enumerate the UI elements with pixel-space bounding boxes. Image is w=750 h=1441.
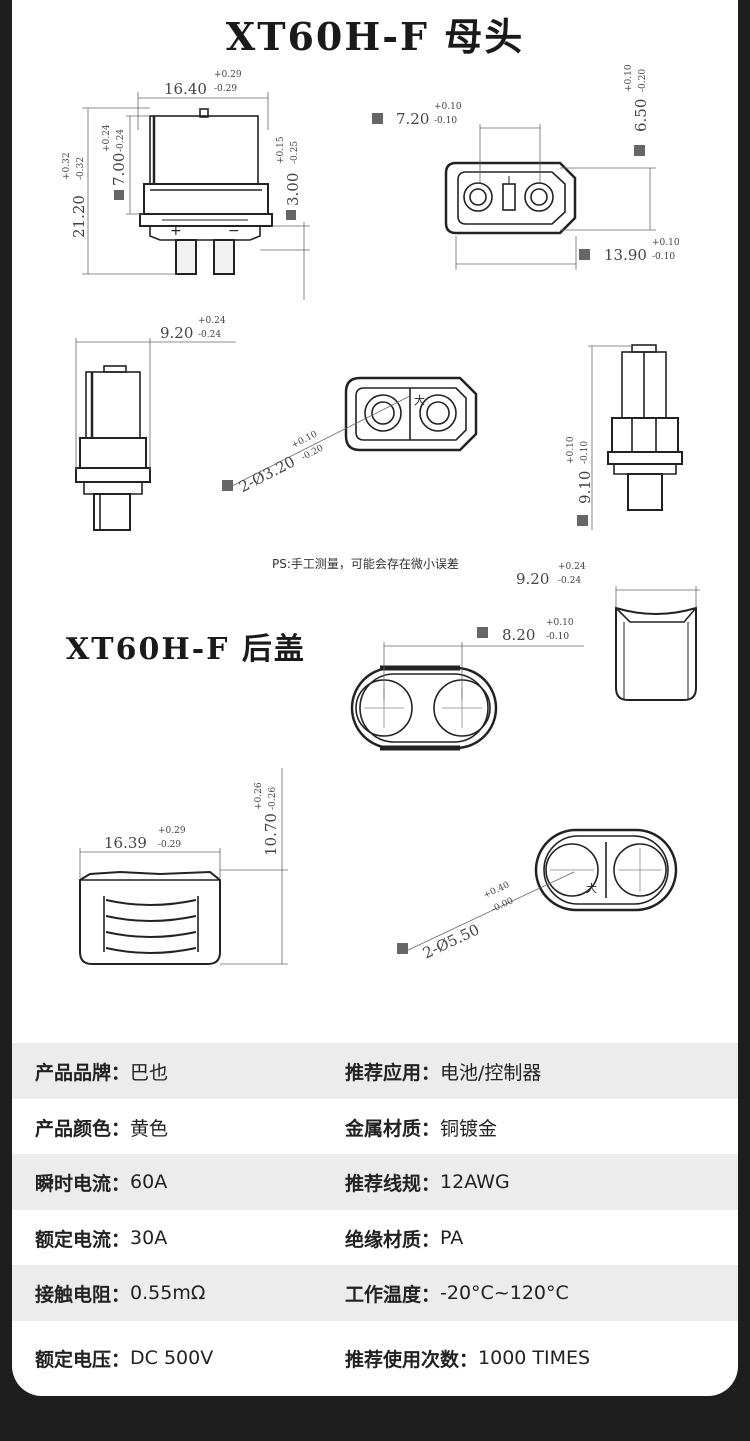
cover-face-view — [534, 828, 678, 912]
dimension-lines-side — [75, 338, 236, 470]
dim-tol-minus: -0.24 — [198, 330, 222, 340]
dim-tol-minus: -0.32 — [76, 156, 86, 180]
dim-tol-plus: +0.10 — [624, 64, 634, 92]
dim-tol-plus: +0.15 — [276, 136, 286, 164]
dimension-lines-front — [82, 92, 310, 300]
spec-label: 推荐使用次数： — [345, 1348, 479, 1371]
spec-value: 60A — [130, 1171, 168, 1193]
dim-body-height: 7.00 — [110, 152, 128, 186]
dim-top-width: 13.90 — [604, 246, 647, 264]
cover-top-view — [350, 665, 498, 751]
dim-tol-minus: -0.24 — [558, 576, 582, 586]
measurement-note: PS:手工测量，可能会存在微小误差 — [272, 557, 459, 571]
dim-tol-minus: -0.10 — [434, 116, 458, 126]
spec-row: 额定电压：DC 500V 推荐使用次数：1000 TIMES — [12, 1330, 738, 1386]
top-view — [444, 161, 577, 235]
spec-label: 推荐线规： — [345, 1172, 441, 1195]
spec-value: 30A — [130, 1227, 168, 1249]
plus-mark: + — [170, 223, 182, 239]
polarity-mark: 大 — [414, 393, 425, 407]
side-view — [75, 365, 151, 531]
dimension-lines-cover-top — [383, 642, 584, 700]
spec-label: 瞬时电流： — [35, 1172, 131, 1195]
spec-label: 工作温度： — [345, 1283, 441, 1306]
dim-side-width: 9.20 — [160, 324, 194, 342]
dim-pin-spacing: 7.20 — [396, 110, 430, 128]
spec-value: 电池/控制器 — [440, 1061, 542, 1084]
dim-width-front: 16.40 — [164, 80, 207, 98]
spec-label: 额定电压： — [35, 1348, 131, 1371]
dimension-lines-cover-side — [615, 586, 700, 608]
dim-tol-plus: +0.10 — [546, 618, 574, 628]
dim-tol-plus: +0.24 — [102, 124, 112, 152]
dim-tol-minus: -0.00 — [490, 896, 516, 916]
dim-socket-diameter: 2-Ø3.20 — [236, 452, 298, 497]
spec-value: 黄色 — [130, 1117, 169, 1140]
technical-drawing: + − — [75, 92, 700, 965]
dim-cover-width: 9.20 — [516, 570, 550, 588]
front-view — [139, 108, 273, 275]
spec-row: 瞬时电流：60A 推荐线规：12AWG — [12, 1154, 738, 1210]
dim-tol-plus: +0.32 — [62, 152, 72, 180]
dim-tol-plus: +0.26 — [254, 782, 264, 810]
spec-value: 12AWG — [440, 1171, 510, 1193]
page-title: XT60H-F 母头 — [225, 14, 525, 59]
dim-pin-height: 9.10 — [576, 470, 594, 504]
dimension-lines-top — [455, 124, 656, 270]
dim-top-height: 6.50 — [632, 98, 650, 132]
dim-tol-plus: +0.24 — [198, 316, 226, 326]
minus-mark: − — [228, 223, 240, 239]
dim-tol-minus: -0.10 — [546, 632, 570, 642]
spec-row: 产品品牌：巴也 推荐应用：电池/控制器 — [12, 1043, 738, 1099]
spec-row: 产品颜色：黄色 金属材质：铜镀金 — [12, 1099, 738, 1155]
dim-tol-plus: +0.10 — [566, 436, 576, 464]
dim-tol-minus: -0.29 — [158, 840, 182, 850]
spec-row: 接触电阻：0.55mΩ 工作温度：-20°C~120°C — [12, 1265, 738, 1321]
pin-side-view — [607, 344, 683, 511]
dim-tol-plus: +0.29 — [214, 70, 242, 80]
spec-row: 额定电流：30A 绝缘材质：PA — [12, 1210, 738, 1266]
dim-tol-minus: -0.20 — [300, 443, 326, 463]
dimension-labels: 16.40 +0.29 -0.29 21.20 +0.32 -0.32 7.00… — [62, 64, 680, 963]
dim-tol-plus: +0.10 — [434, 102, 462, 112]
dim-tol-minus: -0.25 — [290, 140, 300, 164]
dim-flange-height: 3.00 — [284, 172, 302, 206]
spec-value: 1000 TIMES — [478, 1347, 591, 1369]
spec-value: 0.55mΩ — [130, 1282, 206, 1304]
spec-value: -20°C~120°C — [440, 1282, 569, 1304]
cover-polarity-mark: 大 — [586, 881, 597, 895]
dimension-lines-pin — [588, 345, 632, 530]
spec-label: 接触电阻： — [35, 1283, 131, 1306]
cover-front-view — [79, 870, 221, 965]
dim-tol-minus: -0.24 — [116, 128, 126, 152]
spec-label: 金属材质： — [345, 1117, 441, 1140]
dim-tol-minus: -0.26 — [268, 786, 278, 810]
spec-label: 产品颜色： — [35, 1117, 131, 1140]
dim-height-front: 21.20 — [70, 195, 88, 238]
dim-cover-length: 16.39 — [104, 834, 147, 852]
dim-tol-plus: +0.29 — [158, 826, 186, 836]
section-title-cover: XT60H-F 后盖 — [66, 632, 306, 667]
spec-value: 铜镀金 — [440, 1117, 498, 1140]
spec-value: 巴也 — [130, 1061, 169, 1084]
spec-label: 绝缘材质： — [345, 1228, 441, 1251]
dim-tol-plus: +0.10 — [652, 238, 680, 248]
dim-cover-height: 10.70 — [262, 813, 280, 856]
cover-side-view — [615, 606, 697, 701]
dim-tol-minus: -0.10 — [580, 440, 590, 464]
dim-tol-plus: +0.24 — [558, 562, 586, 572]
dim-tol-minus: -0.29 — [214, 84, 238, 94]
spec-value: PA — [440, 1227, 464, 1249]
spec-label: 额定电流： — [35, 1228, 131, 1251]
dim-tol-minus: -0.20 — [638, 68, 648, 92]
spec-value: DC 500V — [130, 1347, 214, 1369]
spec-label: 产品品牌： — [35, 1061, 131, 1084]
spec-label: 推荐应用： — [345, 1061, 441, 1084]
socket-face-view — [344, 376, 478, 452]
dimension-lines-cover-front — [79, 768, 288, 965]
dim-cover-hole-diameter: 2-Ø5.50 — [420, 920, 483, 963]
dim-cover-hole-spacing: 8.20 — [502, 626, 536, 644]
dim-tol-minus: -0.10 — [652, 252, 676, 262]
